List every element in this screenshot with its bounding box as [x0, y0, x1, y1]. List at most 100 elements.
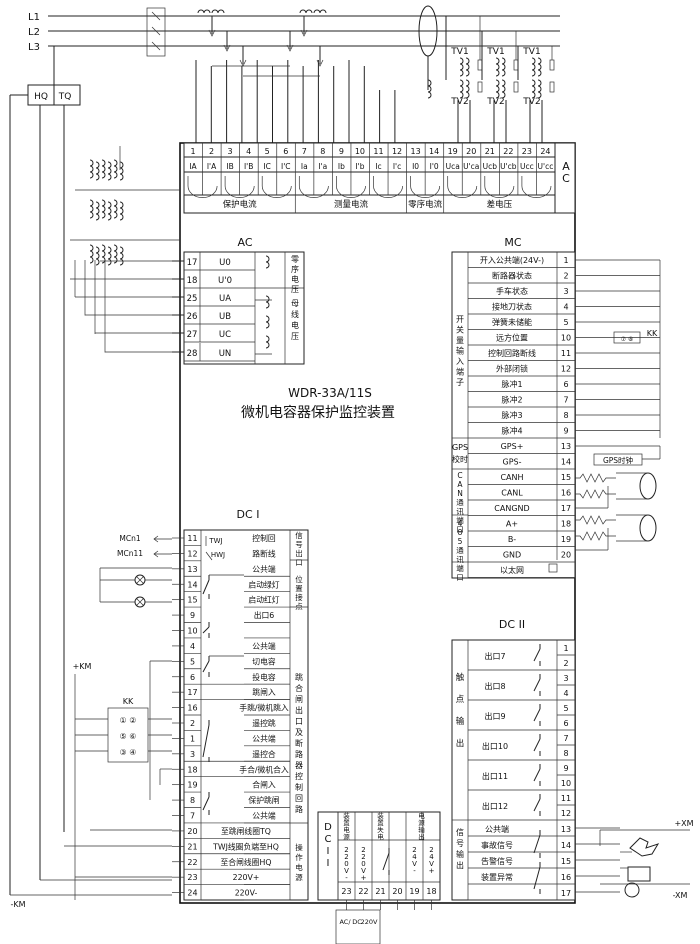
mc-terminal-number: 2	[563, 272, 568, 281]
top-terminal-label: Ucc	[520, 162, 534, 171]
label-char: 电	[377, 832, 384, 841]
mc-terminal-label: 脉冲4	[501, 426, 522, 436]
mc-terminal-number: 3	[563, 287, 568, 296]
label-char: 入	[456, 357, 464, 366]
mc-terminal-number: 18	[561, 520, 571, 529]
ac-terminal-label: UC	[219, 330, 231, 340]
ac-block-title: AC	[237, 236, 252, 249]
kk-remote-label: KK	[647, 329, 658, 338]
label-char: V	[429, 860, 434, 868]
tv1-label: TV1	[486, 47, 504, 57]
mc-terminal-label: 控制回路断线	[488, 348, 536, 358]
label-char: 电	[291, 320, 299, 330]
label-char: 置	[377, 819, 384, 827]
breaker-contact	[151, 11, 161, 21]
dc1-terminal-label: 手合/微机合入	[239, 764, 289, 774]
tap-arrow	[208, 29, 216, 37]
label-char: 器	[295, 761, 303, 770]
dc1-terminal-label: 切电容	[252, 656, 276, 666]
mc-terminal-label: 断路器状态	[492, 271, 532, 281]
dc1-terminal-label: 公共端	[252, 811, 276, 821]
tv2-coil-secondary	[501, 79, 506, 99]
top-terminal-number: 20	[466, 147, 476, 156]
dc2b-terminal-number: 20	[392, 887, 402, 896]
dc2r-terminal-number: 6	[563, 719, 568, 728]
ac-terminal-number: 17	[187, 258, 198, 268]
acdc-supply-box	[335, 909, 381, 944]
acdc-label: 220V	[361, 918, 378, 926]
gps-clock-label: GPS时钟	[603, 455, 634, 465]
tv1-coil	[459, 57, 464, 77]
label-char: 信	[456, 827, 464, 837]
lamp-cross	[136, 598, 144, 606]
label-char: 口	[456, 573, 464, 582]
ct-link-arc	[224, 185, 255, 198]
top-terminal-number: 11	[373, 147, 383, 156]
tap-arrow	[223, 44, 231, 52]
dc1-terminal-label: 控制回	[252, 533, 276, 543]
pt-coil-secondary	[119, 246, 124, 266]
label-char: 5	[458, 537, 463, 546]
dc1-terminal-number: 20	[187, 827, 197, 836]
twisted-pair-wire	[575, 473, 616, 483]
kk-contacts: ③ ④	[120, 748, 137, 757]
dc1-terminal-number: 10	[187, 627, 197, 636]
bus-voltage-coil	[265, 335, 270, 349]
label-char: V	[412, 860, 417, 868]
mc-terminal-number: 4	[563, 303, 568, 312]
ac-terminal-number: 27	[187, 330, 198, 340]
dc2r-terminal-number: 10	[561, 779, 571, 788]
capacitor-plate	[477, 59, 483, 71]
dc1-terminal-number: 22	[187, 858, 197, 867]
minus-km-label: -KM	[10, 900, 25, 909]
label-char: 8	[458, 528, 463, 537]
dc1-relay-contact	[202, 660, 210, 673]
dc1-terminal-label: 投电容	[252, 672, 276, 682]
label-char: 路	[295, 749, 303, 759]
label-char: 2	[361, 846, 365, 854]
label-char: A	[457, 480, 463, 489]
dc2r-output-contact	[533, 648, 541, 662]
dc1-terminal-number: 8	[190, 796, 195, 805]
pt-coil	[89, 199, 94, 219]
label-char: 电	[295, 862, 303, 872]
alarm-bell-dome	[624, 882, 640, 898]
top-terminal-number: 3	[228, 147, 233, 156]
label-char: I	[327, 858, 330, 869]
zero-voltage-coil	[265, 255, 270, 269]
tv2-coil-secondary	[537, 79, 542, 99]
label-char: 压	[291, 332, 299, 341]
ac-terminal-label: UN	[219, 349, 232, 359]
mc-terminal-label: 弹簧未储能	[492, 317, 532, 327]
label-char: 出	[456, 738, 465, 749]
top-terminal-label: U'cc	[538, 162, 554, 171]
mc-terminal-label: 手车状态	[496, 286, 528, 296]
label-char: 电	[343, 825, 350, 834]
ct-link-arc	[298, 185, 329, 198]
label-char: 置	[295, 584, 303, 593]
top-terminal-number: 22	[503, 147, 513, 156]
current-transformer-coil	[211, 9, 225, 14]
top-terminal-label: Uca	[446, 162, 460, 171]
label-char: 号	[295, 540, 303, 549]
twisted-pair-wire	[575, 531, 616, 541]
capacitor-plate	[549, 81, 555, 93]
mc-terminal-label: CANH	[500, 473, 523, 482]
pt-coil-secondary	[95, 201, 100, 221]
top-terminal-label: I'a	[318, 162, 327, 171]
dc2r-output-label: 出口8	[484, 681, 505, 691]
label-char: 操	[295, 842, 303, 852]
mc-terminal-label: GND	[503, 551, 521, 560]
mc-terminal-number: 17	[561, 504, 571, 513]
dc1-relay-contact	[202, 626, 210, 634]
label-char: 接	[295, 592, 303, 602]
plus-km-label: +KM	[73, 662, 92, 671]
group-zero-current: 零序电流	[408, 199, 443, 210]
buzzer-icon	[629, 837, 660, 857]
dc1-terminal-label: 合闸入	[252, 780, 276, 790]
mc-terminal-number: 5	[563, 318, 568, 327]
